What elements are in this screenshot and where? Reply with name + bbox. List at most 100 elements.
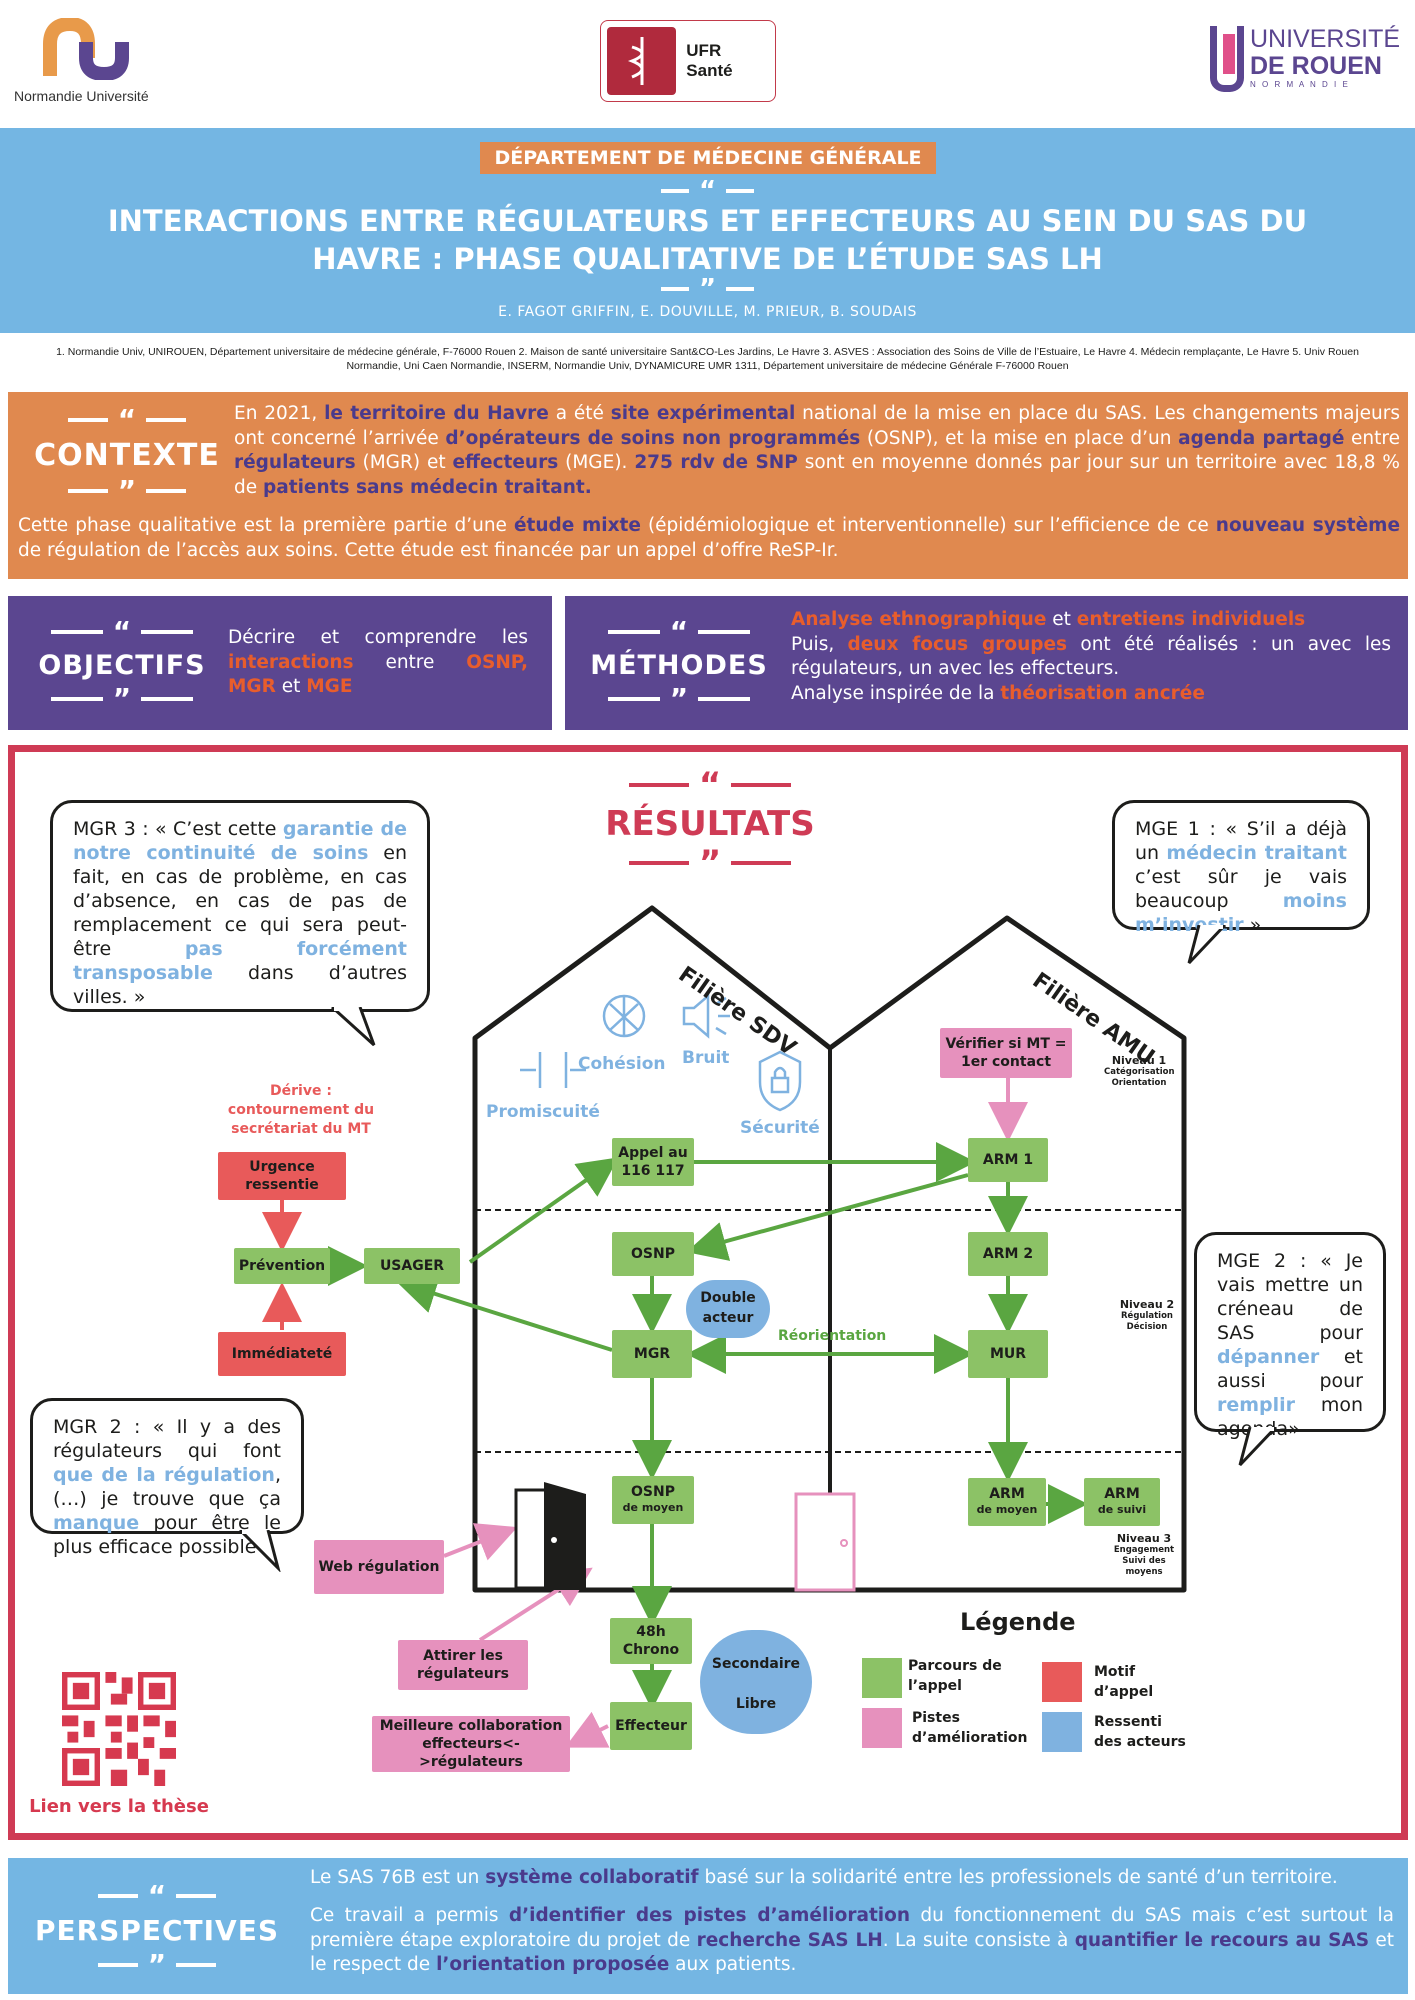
title-open-quote: “ (0, 178, 1415, 204)
contexte-paragraph-1: En 2021, le territoire du Havre a été si… (234, 403, 1400, 498)
quote-mgr2-tail (238, 1530, 281, 1572)
rouen-logo-line2: DE ROUEN (1250, 52, 1382, 80)
libre-label: Libre (735, 1696, 777, 1712)
perspectives-text-1: Le SAS 76B est un système collaboratif b… (310, 1867, 1338, 1888)
objectifs-title-block: “ OBJECTIFS ” (22, 618, 222, 713)
reorientation-label: Réorientation (778, 1328, 887, 1344)
chrono-48h-box: 48h Chrono (610, 1618, 692, 1664)
page-title: INTERACTIONS ENTRE RÉGULATEURS ET EFFECT… (107, 204, 1308, 276)
perspectives-title: PERSPECTIVES (34, 1914, 280, 1947)
normandie-logo-text: Normandie Université (14, 88, 149, 104)
lock-icon (758, 1050, 802, 1112)
quote-mgr3: MGR 3 : « C’est cette garantie de notre … (50, 800, 430, 1012)
arrow-arm1-osnp (686, 1173, 969, 1261)
perspectives-text-2: Ce travail a permis d’identifier des pis… (310, 1905, 1395, 1975)
secondaire-libre-cloud (700, 1630, 812, 1734)
niveau2-label: Niveau 2 Régulation Décision (1119, 1298, 1175, 1332)
methodes-text: Analyse ethnographique et entretiens ind… (791, 609, 1391, 704)
arm1-box: ARM 1 (968, 1138, 1048, 1182)
contexte-paragraph-2: Cette phase qualitative est la première … (18, 515, 1401, 561)
securite-label: Sécurité (740, 1118, 820, 1138)
mur-box: MUR (968, 1330, 1048, 1378)
title-close-quote: ” (0, 276, 1415, 302)
arrow-web-door (443, 1523, 518, 1561)
legend-swatch-red (1042, 1662, 1082, 1702)
cohesion-icon (602, 994, 646, 1038)
arrow-mgr-usager (396, 1274, 613, 1352)
quote-mge2-tail (1238, 1427, 1278, 1467)
rouen-logo-line3: N O R M A N D I E (1250, 80, 1350, 89)
closed-door-icon (794, 1492, 856, 1592)
perspectives-title-block: “ PERSPECTIVES ” (22, 1882, 292, 1979)
perspectives-section: “ PERSPECTIVES ” Le SAS 76B est un systè… (8, 1858, 1408, 1994)
verifier-mt-box: Vérifier si MT = 1er contact (940, 1028, 1072, 1078)
legend-label-pink: Pistes d’amélioration (912, 1710, 1028, 1746)
legend-label-green: Parcours de l’appel (908, 1658, 1002, 1694)
rouen-u-icon (1210, 26, 1244, 92)
qr-link-label[interactable]: Lien vers la thèse (29, 1796, 209, 1817)
quote-mgr3-tail (330, 1007, 376, 1047)
ufr-logo-text: UFR Santé (686, 41, 733, 80)
secondaire-label: Secondaire (711, 1656, 801, 1672)
methodes-title: MÉTHODES (590, 650, 768, 681)
usager-box: USAGER (364, 1248, 460, 1284)
legend-title: Légende (960, 1608, 1076, 1636)
resultats-frame (8, 745, 1408, 1840)
objectifs-section: “ OBJECTIFS ” Décrire et comprendre les … (8, 596, 552, 730)
web-regulation-box: Web régulation (314, 1540, 444, 1594)
legend-label-red: Motif d’appel (1094, 1664, 1154, 1700)
meilleure-collaboration-box: Meilleure collaboration effecteurs<->rég… (372, 1716, 570, 1772)
department-badge: DÉPARTEMENT DE MÉDECINE GÉNÉRALE (480, 142, 936, 174)
methodes-section: “ MÉTHODES ” Analyse ethnographique et e… (565, 596, 1408, 730)
rouen-logo: UNIVERSITÉ DE ROUEN N O R M A N D I E (1210, 26, 1410, 98)
house-outline (472, 905, 1187, 1593)
bruit-label: Bruit (682, 1048, 730, 1068)
arrow-effecteur-meilleure (564, 1711, 610, 1748)
cohesion-label: Cohésion (578, 1054, 666, 1074)
quote-mge1-tail (1187, 925, 1227, 965)
normandie-logo: Normandie Université (14, 16, 174, 108)
osnp-box: OSNP (612, 1232, 694, 1276)
methodes-title-block: “ MÉTHODES ” (579, 618, 779, 713)
objectifs-text: Décrire et comprendre les interactions e… (228, 627, 528, 697)
prevention-box: Prévention (234, 1248, 330, 1284)
arrow-usager-appel (468, 1157, 619, 1264)
caduceus-icon (607, 27, 677, 95)
resultats-title: RÉSULTATS (605, 804, 815, 844)
legend-swatch-pink (862, 1708, 902, 1748)
bruit-icon (682, 993, 730, 1039)
mgr-box: MGR (612, 1330, 692, 1378)
quote-mgr2: MGR 2 : « Il y a des régulateurs qui fon… (30, 1398, 304, 1558)
quote-mge1: MGE 1 : « S’il a déjà un médecin traitan… (1112, 800, 1370, 936)
open-door-icon (514, 1482, 586, 1590)
header-band: DÉPARTEMENT DE MÉDECINE GÉNÉRALE “ INTER… (0, 128, 1415, 333)
objectifs-title: OBJECTIFS (38, 650, 206, 681)
resultats-title-block: “ RÉSULTATS ” (590, 768, 830, 880)
qr-code-icon[interactable] (62, 1672, 176, 1786)
contexte-title: CONTEXTE (34, 438, 220, 473)
appel-116117-box: Appel au 116 117 (612, 1138, 694, 1186)
legend-swatch-blue (1042, 1712, 1082, 1752)
immediatete-box: Immédiateté (218, 1332, 346, 1376)
effecteur-box: Effecteur (610, 1702, 692, 1750)
contexte-title-block: “ CONTEXTE ” (22, 406, 232, 505)
rouen-logo-line1: UNIVERSITÉ (1250, 25, 1401, 53)
normandie-logo-icon (43, 16, 129, 82)
derive-label: Dérive : contournement du secrétariat du… (227, 1083, 375, 1137)
quote-mge2: MGE 2 : « Je vais mettre un créneau de S… (1194, 1232, 1386, 1440)
double-acteur-cloud (686, 1280, 770, 1338)
legend-label-blue: Ressenti des acteurs (1094, 1714, 1186, 1750)
urgence-box: Urgence ressentie (218, 1152, 346, 1200)
promiscuite-label: Promiscuité (486, 1102, 600, 1122)
affiliations: 1. Normandie Univ, UNIROUEN, Département… (56, 346, 1359, 372)
double-acteur-label: Double acteur (700, 1290, 756, 1326)
promiscuite-icon (520, 1052, 586, 1088)
arm2-box: ARM 2 (968, 1232, 1048, 1276)
legend-swatch-green (862, 1658, 902, 1698)
niveau1-label: Niveau 1 Catégorisation Orientation (1104, 1054, 1175, 1088)
ufr-logo: UFR Santé (600, 20, 776, 102)
